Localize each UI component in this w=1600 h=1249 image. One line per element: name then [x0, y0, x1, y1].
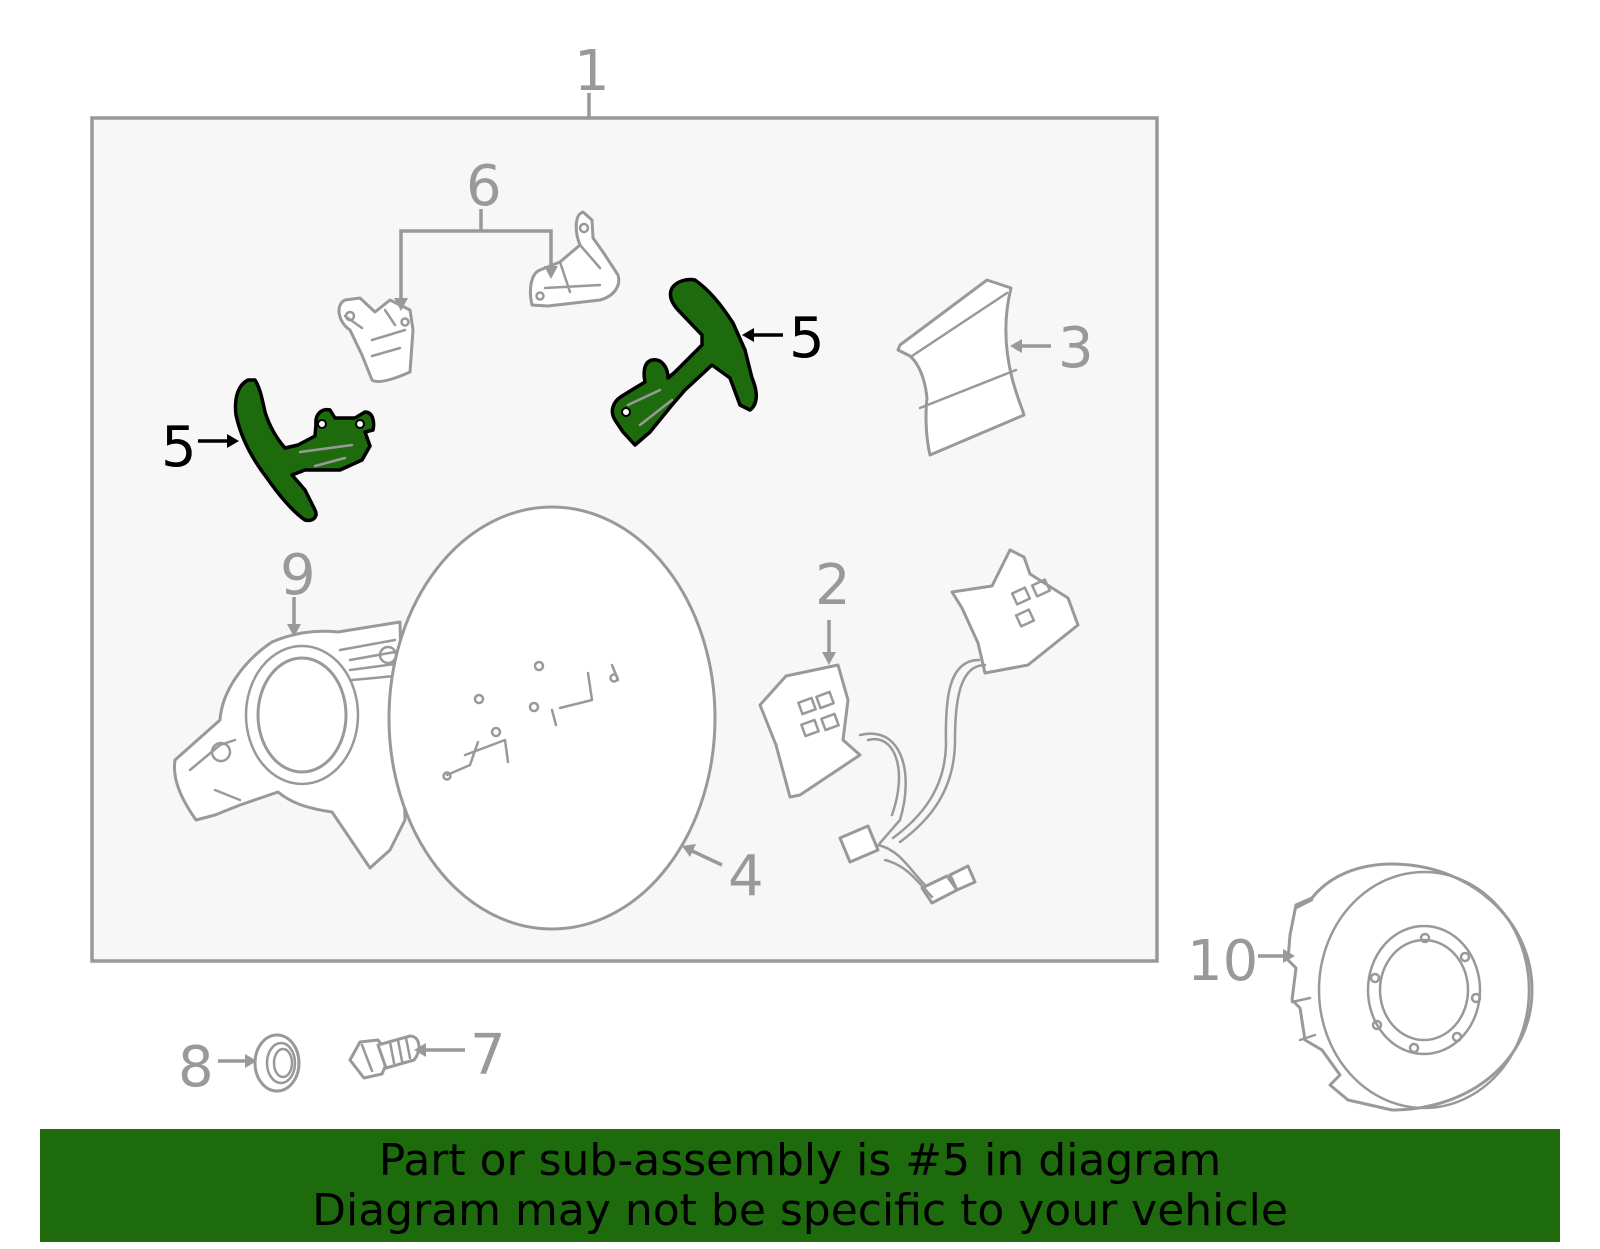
callout-10[interactable]: 10: [1187, 929, 1258, 994]
callout-2[interactable]: 2: [815, 553, 851, 618]
footer-banner: Part or sub-assembly is #5 in diagram Di…: [40, 1129, 1560, 1242]
part-6-brackets[interactable]: [337, 210, 621, 384]
callout-4[interactable]: 4: [728, 844, 764, 909]
part-10-clock-spring[interactable]: [1286, 862, 1534, 1112]
callout-3[interactable]: 3: [1058, 316, 1094, 381]
callout-6[interactable]: 6: [466, 154, 502, 219]
part-5-right-paddle[interactable]: [610, 277, 758, 447]
banner-line-1: Part or sub-assembly is #5 in diagram: [378, 1134, 1222, 1186]
banner-line-2: Diagram may not be specific to your vehi…: [312, 1184, 1288, 1236]
callout-7[interactable]: 7: [470, 1023, 506, 1088]
part-3-trim-plate[interactable]: [896, 278, 1026, 457]
part-9-wheel-cover[interactable]: [172, 620, 407, 870]
footer-banner-bg: [40, 1129, 1560, 1242]
part-7-bolt[interactable]: [348, 1034, 421, 1080]
callout-9[interactable]: 9: [280, 543, 316, 608]
part-2-switches[interactable]: [758, 548, 1080, 905]
part-8-grommet[interactable]: [253, 1033, 301, 1093]
part-4-airbag[interactable]: [387, 505, 717, 931]
callout-5-left[interactable]: 5: [161, 415, 197, 480]
part-5-left-paddle[interactable]: [233, 378, 376, 523]
callout-8[interactable]: 8: [178, 1035, 214, 1100]
callout-5-right[interactable]: 5: [789, 306, 825, 371]
callout-1[interactable]: 1: [574, 39, 610, 104]
